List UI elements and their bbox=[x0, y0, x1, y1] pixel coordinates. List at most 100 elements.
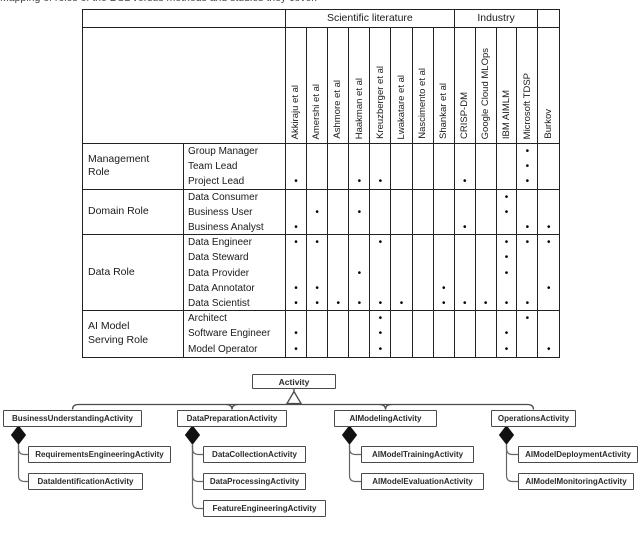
coverage-empty bbox=[476, 235, 496, 250]
mark-column-cell: • bbox=[538, 190, 560, 236]
coverage-dot: • bbox=[294, 176, 298, 188]
mark-column-cell bbox=[413, 311, 434, 357]
mark-column-cell: •• bbox=[433, 235, 455, 312]
coverage-empty bbox=[455, 342, 475, 357]
coverage-empty bbox=[476, 144, 496, 159]
mark-column-cell: •• bbox=[286, 311, 308, 357]
coverage-empty bbox=[328, 144, 348, 159]
coverage-empty bbox=[476, 281, 496, 296]
coverage-dot: • bbox=[547, 237, 551, 249]
coverage-empty bbox=[413, 266, 433, 281]
column-header-label: Haakman et al bbox=[353, 77, 365, 139]
coverage-empty bbox=[328, 250, 348, 265]
coverage-empty bbox=[538, 326, 559, 341]
coverage-dot: • bbox=[462, 221, 467, 233]
coverage-dot: • bbox=[315, 237, 319, 249]
mark-column-cell: • bbox=[349, 144, 371, 190]
mark-column-cell bbox=[307, 311, 329, 357]
coverage-empty bbox=[497, 174, 517, 189]
coverage-dot: • bbox=[378, 343, 383, 355]
mark-column-cell: •••• bbox=[496, 235, 518, 312]
coverage-empty bbox=[349, 250, 369, 265]
column-header-label: Kreuzberger et al bbox=[374, 66, 386, 139]
mark-column-cell bbox=[538, 144, 560, 190]
coverage-dot: • bbox=[336, 297, 340, 309]
coverage-dot: • bbox=[315, 297, 319, 309]
coverage-dot: • bbox=[504, 191, 509, 203]
coverage-empty bbox=[538, 266, 559, 281]
mark-column-cell: • bbox=[517, 189, 539, 236]
coverage-empty bbox=[349, 144, 369, 159]
mark-column-cell bbox=[307, 144, 329, 190]
composition-diamond-icon bbox=[341, 425, 358, 445]
coverage-empty bbox=[370, 281, 390, 296]
coverage-empty bbox=[349, 190, 369, 205]
coverage-empty bbox=[307, 220, 327, 235]
coverage-empty bbox=[370, 190, 390, 205]
data-collection-activity: DataCollectionActivity bbox=[203, 446, 306, 463]
column-group-header: Industry bbox=[454, 10, 539, 28]
coverage-empty bbox=[455, 144, 475, 159]
mark-column-cell bbox=[391, 311, 413, 357]
coverage-dot: • bbox=[294, 297, 298, 309]
column-header: Ashmore et al bbox=[328, 27, 350, 144]
coverage-empty bbox=[328, 205, 348, 220]
coverage-empty bbox=[307, 311, 327, 326]
ai-model-monitoring-activity: AIModelMonitoringActivity bbox=[518, 473, 634, 490]
coverage-dot: • bbox=[357, 206, 362, 218]
coverage-empty bbox=[538, 190, 559, 205]
coverage-empty bbox=[328, 281, 348, 296]
requirements-engineering-activity: RequirementsEngineeringActivity bbox=[28, 446, 171, 463]
coverage-dot: • bbox=[504, 328, 509, 340]
coverage-empty bbox=[538, 250, 559, 265]
coverage-empty bbox=[391, 159, 411, 174]
coverage-empty bbox=[476, 311, 496, 326]
coverage-empty bbox=[370, 220, 390, 235]
coverage-empty bbox=[538, 311, 559, 326]
coverage-dot: • bbox=[378, 297, 383, 309]
coverage-empty bbox=[434, 266, 454, 281]
coverage-empty bbox=[455, 190, 475, 205]
coverage-dot: • bbox=[378, 313, 383, 325]
role-name: Data Provider bbox=[188, 267, 250, 279]
coverage-dot: • bbox=[525, 297, 530, 309]
column-header: Shankar et al bbox=[433, 27, 455, 144]
mark-column-cell bbox=[496, 144, 518, 190]
coverage-empty bbox=[328, 220, 348, 235]
column-header-label: Nascimento et al bbox=[416, 68, 428, 139]
coverage-empty bbox=[391, 235, 411, 250]
coverage-empty bbox=[434, 326, 454, 341]
coverage-empty bbox=[370, 250, 390, 265]
coverage-dot: • bbox=[441, 282, 446, 294]
composition-diamond-icon bbox=[10, 425, 27, 445]
coverage-empty bbox=[455, 205, 475, 220]
column-header-label: Akkiraju et al bbox=[290, 84, 302, 139]
coverage-empty bbox=[476, 266, 496, 281]
coverage-empty bbox=[286, 250, 306, 265]
coverage-dot: • bbox=[378, 237, 383, 249]
coverage-empty bbox=[307, 266, 327, 281]
composition-diamond-icon bbox=[184, 425, 201, 445]
coverage-empty bbox=[538, 159, 559, 174]
coverage-empty bbox=[434, 220, 454, 235]
coverage-empty bbox=[328, 235, 348, 250]
mark-column-cell: • bbox=[538, 311, 559, 357]
column-header: Nascimento et al bbox=[412, 27, 434, 144]
coverage-empty bbox=[391, 174, 411, 189]
corner-cell bbox=[83, 10, 286, 28]
coverage-dot: • bbox=[378, 328, 383, 340]
coverage-dot: • bbox=[462, 297, 467, 309]
mark-column-cell: • bbox=[475, 235, 497, 312]
mark-column-cell: • bbox=[391, 235, 413, 312]
coverage-dot: • bbox=[315, 282, 319, 294]
coverage-empty bbox=[517, 205, 537, 220]
role-name: Group Manager bbox=[188, 146, 259, 157]
operations-activity: OperationsActivity bbox=[491, 409, 576, 427]
ai-model-evaluation-activity: AIModelEvaluationActivity bbox=[361, 473, 484, 490]
coverage-dot: • bbox=[462, 176, 467, 188]
coverage-empty bbox=[328, 190, 348, 205]
mark-column-cell: • bbox=[349, 189, 371, 236]
coverage-empty bbox=[413, 159, 433, 174]
role-group-label: Management Role bbox=[83, 144, 184, 190]
